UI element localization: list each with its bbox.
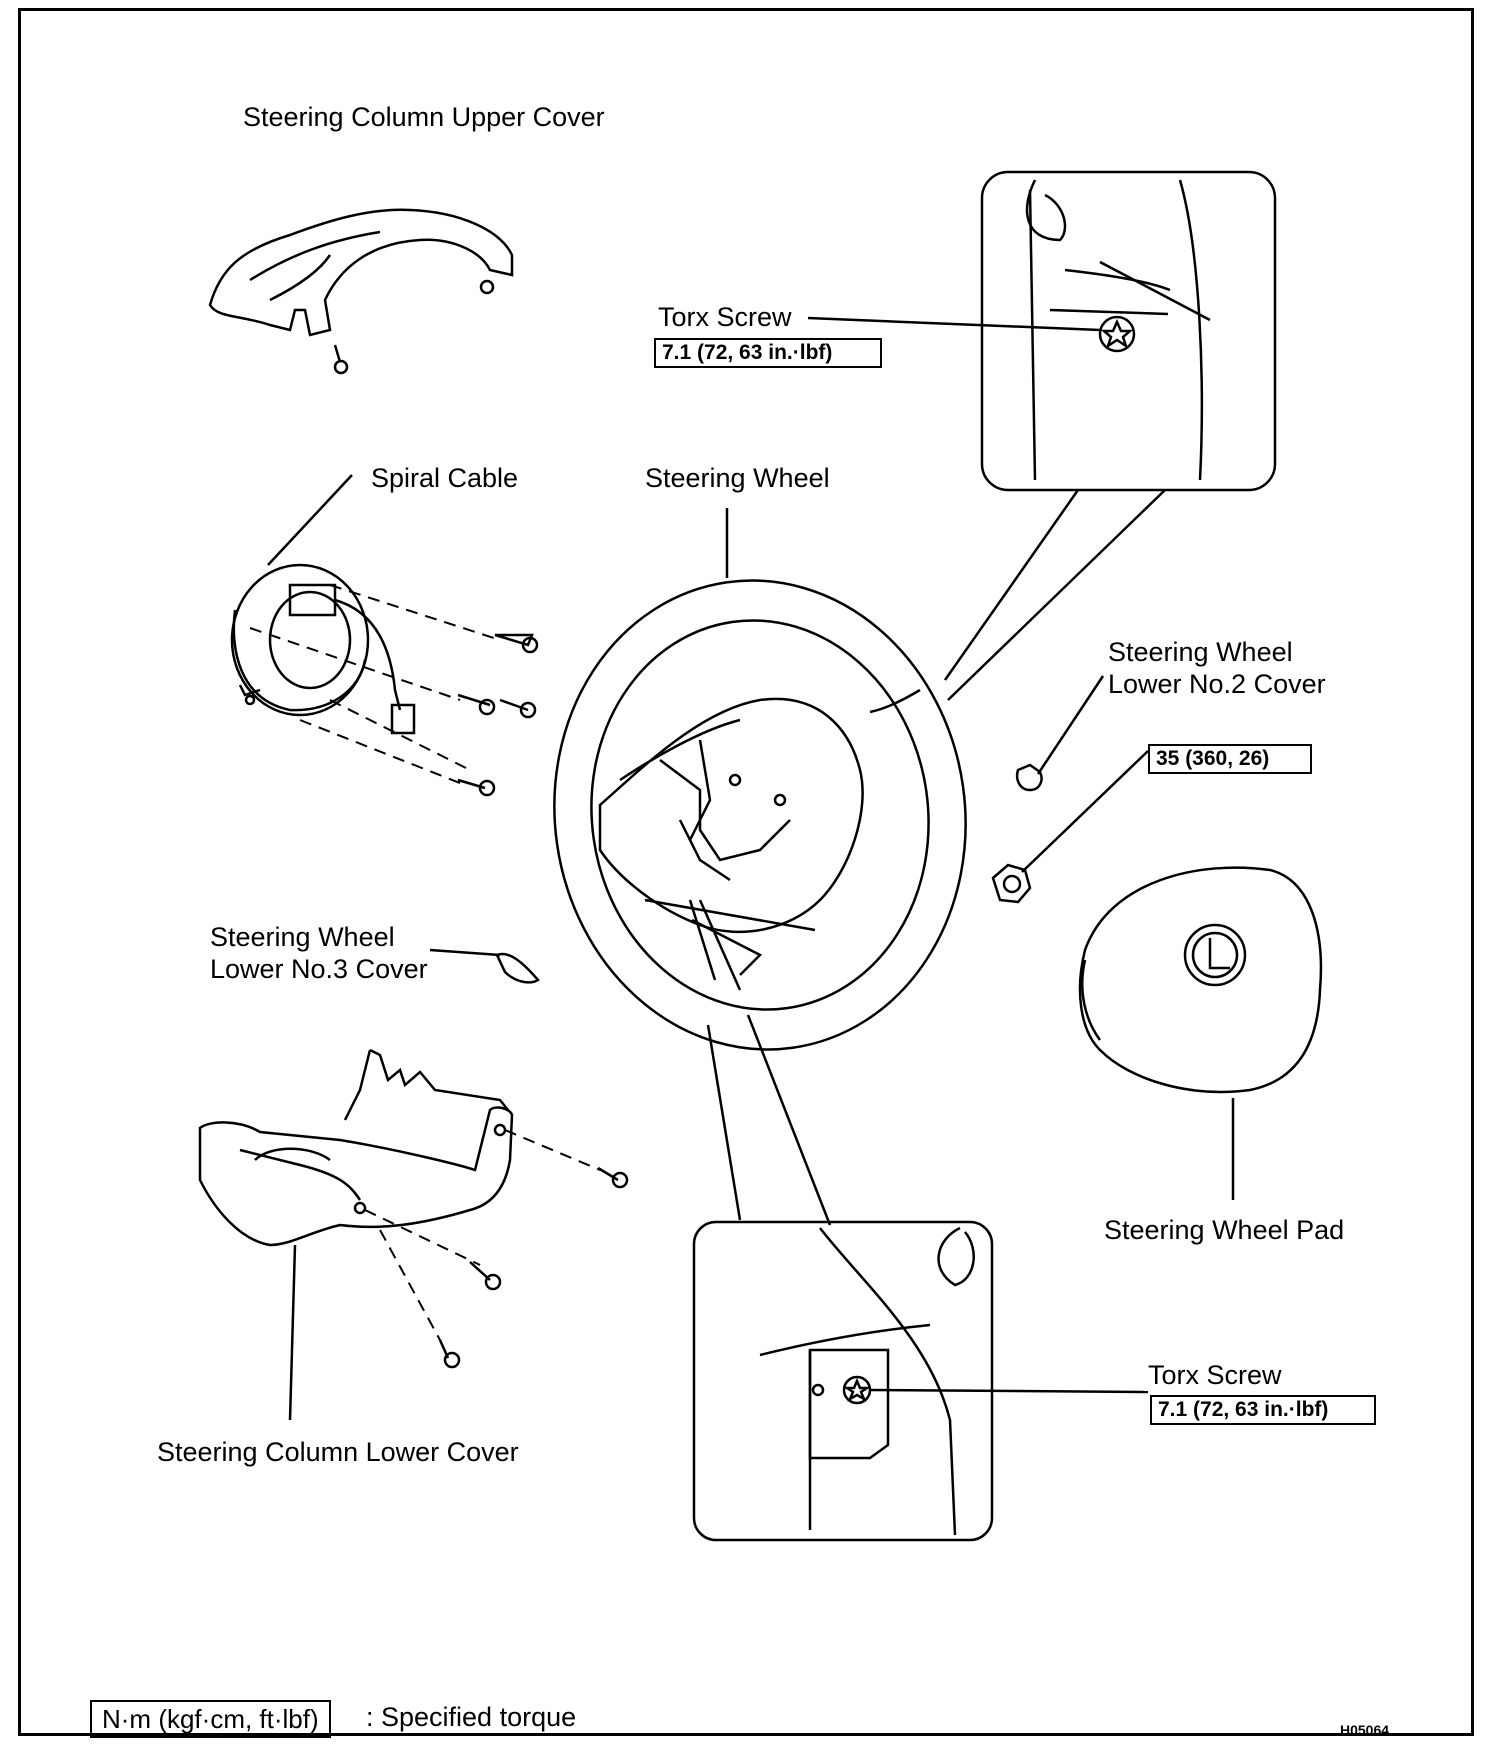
figure-code: H05064 xyxy=(1340,1722,1390,1738)
upper-cover-part xyxy=(208,208,514,375)
label-steering-column-lower-cover: Steering Column Lower Cover xyxy=(157,1437,519,1467)
torx-lower-leader xyxy=(869,1388,1149,1394)
steering-wheel-pad-part xyxy=(1078,866,1323,1200)
label-torx-screw-lower: Torx Screw xyxy=(1148,1360,1282,1390)
upper-inset-box xyxy=(943,170,1277,701)
label-lower-no2-cover-line2: Lower No.2 Cover xyxy=(1108,669,1326,699)
label-steering-wheel: Steering Wheel xyxy=(645,463,830,493)
legend-description: : Specified torque xyxy=(366,1702,577,1732)
torque-spec-nut: 35 (360, 26) xyxy=(1148,744,1312,774)
label-lower-no3-cover-line2: Lower No.3 Cover xyxy=(210,954,428,984)
torque-spec-upper-torx: 7.1 (72, 63 in.·lbf) xyxy=(654,338,882,368)
label-lower-no2-cover-line1: Steering Wheel xyxy=(1108,637,1293,667)
label-steering-column-upper-cover: Steering Column Upper Cover xyxy=(243,102,605,132)
diagram-frame xyxy=(18,8,1474,1736)
label-spiral-cable: Spiral Cable xyxy=(371,463,519,493)
label-steering-wheel-pad: Steering Wheel Pad xyxy=(1104,1215,1345,1245)
spiral-cable-part xyxy=(230,474,539,797)
lower-no2-cover-leader xyxy=(1036,675,1105,775)
lower-cover-part xyxy=(198,1048,629,1421)
label-lower-no3-cover-line1: Steering Wheel xyxy=(210,922,395,952)
lower-inset-line-left xyxy=(706,1024,742,1221)
lower-no3-cover-part xyxy=(429,948,540,984)
lower-inset-line-right xyxy=(746,1014,832,1226)
lower-cover-leader xyxy=(288,1244,297,1421)
steering-wheel-part xyxy=(553,508,967,1051)
spiral-cable-leader xyxy=(267,474,353,566)
torx-upper-leader xyxy=(807,316,1101,332)
lower-inset-box xyxy=(692,1220,1149,1542)
nut-leader xyxy=(1021,750,1149,873)
torque-spec-lower-torx: 7.1 (72, 63 in.·lbf) xyxy=(1150,1395,1376,1425)
steering-wheel-nut-part xyxy=(991,750,1149,904)
legend-unit-box: N·m (kgf·cm, ft·lbf) xyxy=(90,1700,331,1738)
lower-no3-cover-leader xyxy=(429,948,501,957)
lower-no2-cover-part xyxy=(1015,675,1105,792)
label-torx-screw-upper: Torx Screw xyxy=(658,302,792,332)
